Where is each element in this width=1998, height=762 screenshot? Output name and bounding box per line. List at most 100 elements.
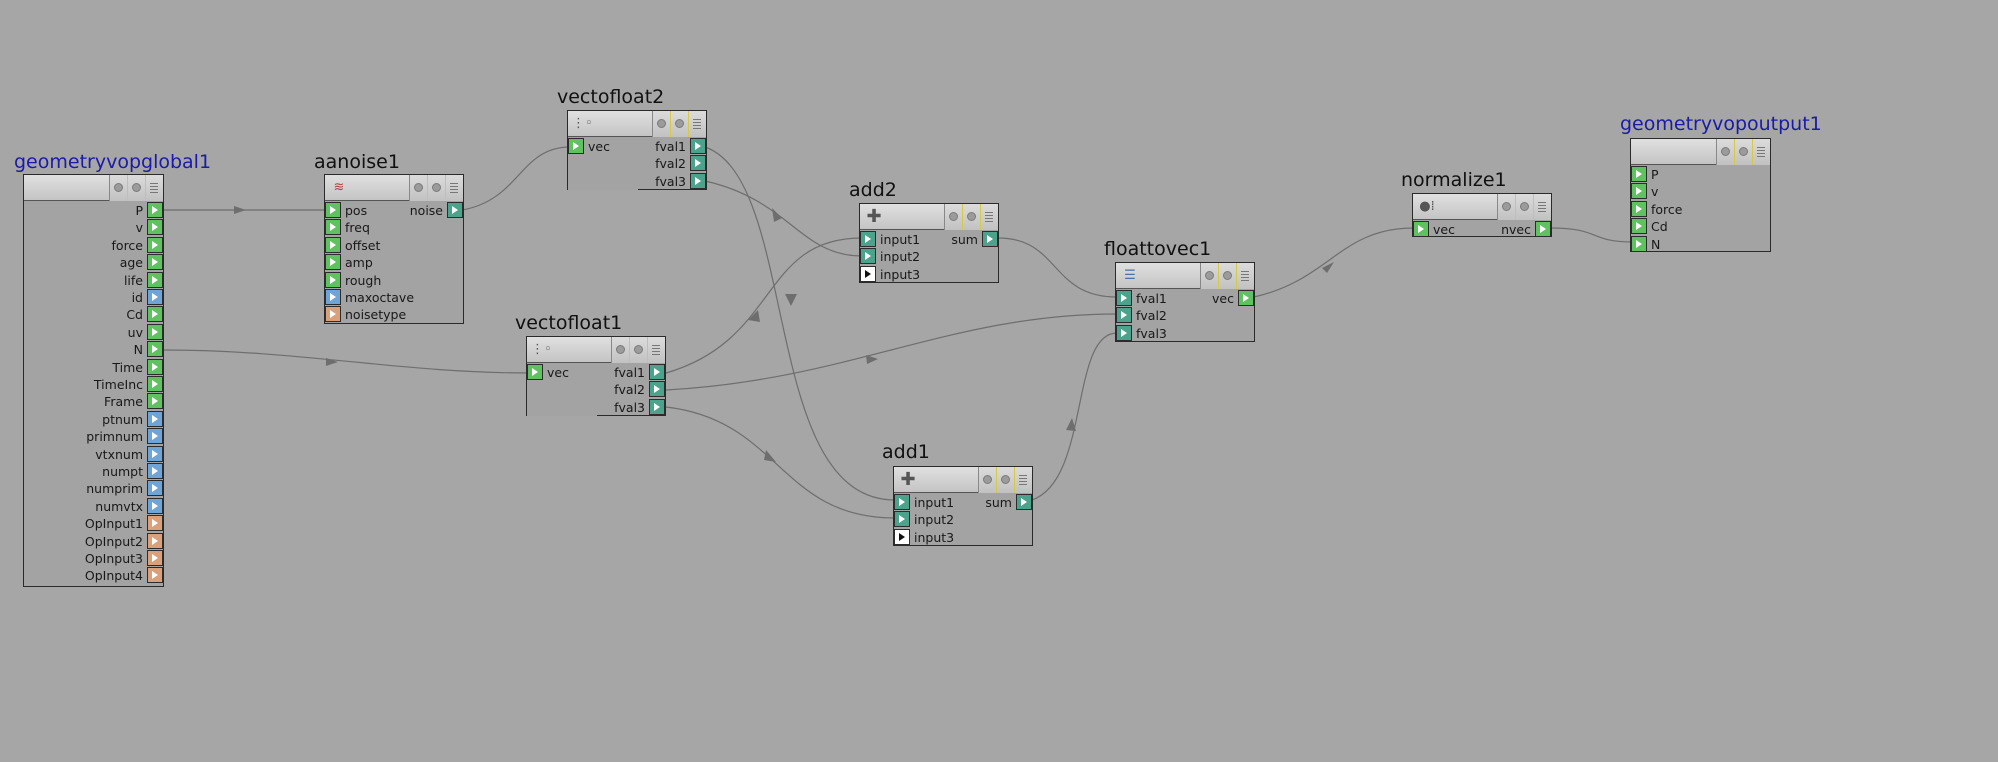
port-connector-icon[interactable] xyxy=(147,202,163,218)
port-connector-icon[interactable] xyxy=(690,138,706,154)
output-port-force[interactable]: force xyxy=(24,236,163,254)
port-connector-icon[interactable] xyxy=(690,155,706,172)
port-connector-icon[interactable] xyxy=(147,306,163,323)
port-connector-icon[interactable] xyxy=(147,323,163,340)
output-port-opinput2[interactable]: OpInput2 xyxy=(24,532,163,550)
output-port-n[interactable]: N xyxy=(24,341,163,358)
port-connector-icon[interactable] xyxy=(860,231,876,247)
output-port-fval2[interactable]: fval2 xyxy=(637,155,706,172)
input-port-maxoctave[interactable]: maxoctave xyxy=(325,289,414,306)
port-connector-icon[interactable] xyxy=(894,494,910,510)
input-port-fval1[interactable]: fval1 xyxy=(1116,290,1185,307)
bypass-flag-icon[interactable] xyxy=(1200,263,1218,289)
input-port-v[interactable]: v xyxy=(1631,183,1770,200)
port-connector-icon[interactable] xyxy=(1535,221,1551,237)
node-header[interactable]: ✚ xyxy=(894,467,1032,493)
menu-icon[interactable] xyxy=(980,204,998,230)
bypass-flag-icon[interactable] xyxy=(652,111,670,137)
input-port-cd[interactable]: Cd xyxy=(1631,218,1770,235)
template-flag-icon[interactable] xyxy=(427,175,445,201)
port-connector-icon[interactable] xyxy=(860,265,876,282)
port-connector-icon[interactable] xyxy=(147,289,163,305)
port-connector-icon[interactable] xyxy=(147,497,163,514)
output-port-v[interactable]: v xyxy=(24,219,163,236)
port-connector-icon[interactable] xyxy=(147,445,163,462)
port-connector-icon[interactable] xyxy=(1238,290,1254,306)
port-connector-icon[interactable] xyxy=(147,550,163,566)
port-connector-icon[interactable] xyxy=(894,528,910,545)
port-connector-icon[interactable] xyxy=(447,202,463,218)
output-port-fval3[interactable]: fval3 xyxy=(637,172,706,190)
input-port-p[interactable]: P xyxy=(1631,166,1770,183)
node-header[interactable] xyxy=(24,175,163,201)
port-connector-icon[interactable] xyxy=(147,567,163,584)
menu-icon[interactable] xyxy=(445,175,463,201)
input-port-fval3[interactable]: fval3 xyxy=(1116,324,1185,342)
output-port-life[interactable]: life xyxy=(24,271,163,289)
input-port-freq[interactable]: freq xyxy=(325,219,394,236)
port-connector-icon[interactable] xyxy=(147,393,163,410)
template-flag-icon[interactable] xyxy=(962,204,980,230)
output-port-vec[interactable]: vec xyxy=(1185,290,1254,307)
output-port-time[interactable]: Time xyxy=(24,358,163,376)
output-port-ptnum[interactable]: ptnum xyxy=(24,410,163,428)
port-connector-icon[interactable] xyxy=(860,248,876,265)
output-port-fval2[interactable]: fval2 xyxy=(596,381,665,398)
template-flag-icon[interactable] xyxy=(127,175,145,201)
output-port-primnum[interactable]: primnum xyxy=(24,428,163,445)
port-connector-icon[interactable] xyxy=(1116,324,1132,341)
port-connector-icon[interactable] xyxy=(147,254,163,271)
output-port-uv[interactable]: uv xyxy=(24,323,163,341)
port-connector-icon[interactable] xyxy=(1631,218,1647,235)
input-port-pos[interactable]: pos xyxy=(325,202,394,219)
menu-icon[interactable] xyxy=(1533,194,1551,220)
input-port-n[interactable]: N xyxy=(1631,235,1770,253)
port-connector-icon[interactable] xyxy=(1631,166,1647,182)
port-connector-icon[interactable] xyxy=(568,138,584,154)
port-connector-icon[interactable] xyxy=(147,480,163,497)
output-port-id[interactable]: id xyxy=(24,289,163,306)
port-connector-icon[interactable] xyxy=(147,271,163,288)
output-port-frame[interactable]: Frame xyxy=(24,393,163,410)
menu-icon[interactable] xyxy=(1014,467,1032,493)
port-connector-icon[interactable] xyxy=(147,515,163,532)
input-port-noisetype[interactable]: noisetype xyxy=(325,306,406,323)
output-port-opinput3[interactable]: OpInput3 xyxy=(24,550,163,567)
output-port-sum[interactable]: sum xyxy=(963,494,1032,511)
port-connector-icon[interactable] xyxy=(325,254,341,271)
output-port-fval1[interactable]: fval1 xyxy=(637,138,706,155)
node-header[interactable]: ⋮◦ xyxy=(527,337,665,363)
port-connector-icon[interactable] xyxy=(690,172,706,189)
port-connector-icon[interactable] xyxy=(1116,290,1132,306)
output-port-opinput4[interactable]: OpInput4 xyxy=(24,567,163,584)
output-port-numprim[interactable]: numprim xyxy=(24,480,163,497)
port-connector-icon[interactable] xyxy=(325,271,341,288)
input-port-offset[interactable]: offset xyxy=(325,236,394,254)
input-port-input2[interactable]: input2 xyxy=(894,511,963,528)
port-connector-icon[interactable] xyxy=(147,341,163,358)
input-port-force[interactable]: force xyxy=(1631,200,1770,218)
output-port-vtxnum[interactable]: vtxnum xyxy=(24,445,163,463)
port-connector-icon[interactable] xyxy=(147,410,163,427)
output-port-p[interactable]: P xyxy=(24,202,163,219)
port-connector-icon[interactable] xyxy=(147,376,163,392)
port-connector-icon[interactable] xyxy=(325,289,341,305)
bypass-flag-icon[interactable] xyxy=(1497,194,1515,220)
port-connector-icon[interactable] xyxy=(325,219,341,236)
port-connector-icon[interactable] xyxy=(527,364,543,380)
input-port-input1[interactable]: input1 xyxy=(894,494,963,511)
node-header[interactable]: ☰ xyxy=(1116,263,1254,289)
template-flag-icon[interactable] xyxy=(670,111,688,137)
bypass-flag-icon[interactable] xyxy=(1716,139,1734,165)
node-header[interactable]: ✚ xyxy=(860,204,998,230)
node-header[interactable]: ≋ xyxy=(325,175,463,201)
menu-icon[interactable] xyxy=(145,175,163,201)
node-header[interactable]: ●⁞ xyxy=(1413,194,1551,220)
template-flag-icon[interactable] xyxy=(629,337,647,363)
